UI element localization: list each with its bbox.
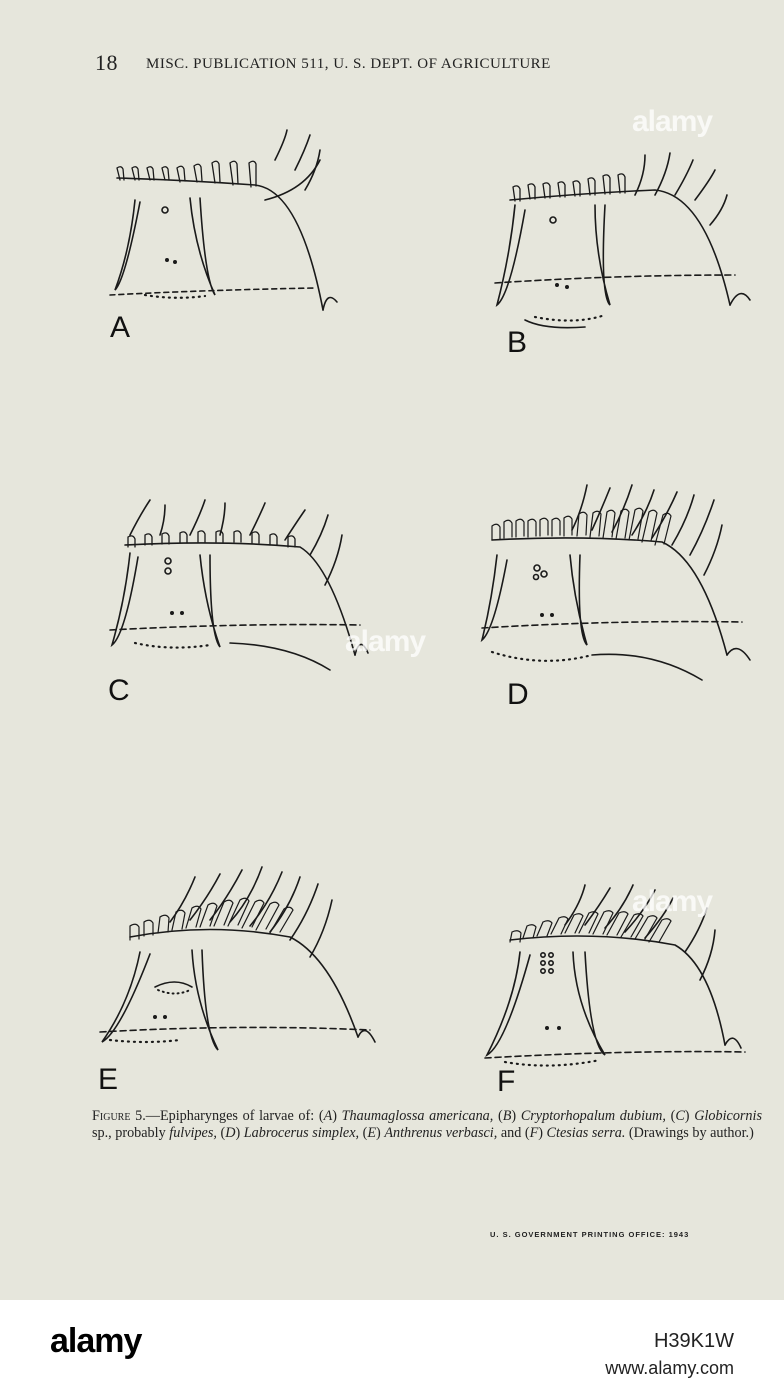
caption-text: ): [538, 1125, 547, 1141]
species-b: Cryptorhopalum dubium,: [520, 1108, 666, 1124]
panel-label-c: C: [108, 674, 130, 707]
caption-letter-d: D: [225, 1125, 236, 1141]
species-d: Labrocerus simplex,: [243, 1125, 360, 1141]
caption-text: ): [235, 1125, 244, 1141]
species-c-epithet: fulvipes,: [169, 1125, 217, 1141]
drawing-b: [494, 145, 765, 345]
species-c: Globicornis: [694, 1108, 762, 1124]
drawing-a: [105, 129, 355, 330]
site-link[interactable]: www.alamy.com: [605, 1358, 734, 1378]
stock-id: H39K1W: [653, 1330, 734, 1352]
page-number: 18: [95, 50, 118, 75]
caption-text: ): [511, 1108, 521, 1124]
stock-footer: alamy H39K1W www.alamy.com: [0, 1300, 784, 1390]
book-page: 18 MISC. PUBLICATION 511, U. S. DEPT. OF …: [0, 0, 784, 1300]
printer-imprint: U. S. GOVERNMENT PRINTING OFFICE: 1943: [490, 1230, 690, 1239]
caption-text: —Epipharynges of larvae of: (: [145, 1108, 324, 1124]
caption-letter-e: E: [367, 1125, 377, 1141]
figure-caption: Figure 5.—Epipharynges of larvae of: (A)…: [92, 1108, 762, 1142]
caption-text: sp., probably: [92, 1125, 170, 1141]
caption-text: and (: [497, 1125, 530, 1141]
species-a: Thaumaglossa americana,: [341, 1108, 494, 1124]
panel-label-a: A: [110, 311, 131, 344]
caption-letter-f: F: [529, 1125, 539, 1141]
caption-text: (: [665, 1108, 676, 1124]
caption-text: (: [493, 1108, 503, 1124]
species-f: Ctesias serra.: [546, 1125, 626, 1141]
running-title: MISC. PUBLICATION 511, U. S. DEPT. OF AG…: [146, 56, 551, 72]
caption-text: ): [684, 1108, 695, 1124]
caption-lead: Figure 5.: [92, 1108, 146, 1124]
watermark-text: alamy: [345, 625, 426, 658]
panel-label-b: B: [507, 326, 528, 359]
drawing-f: [484, 880, 755, 1080]
watermark-text: alamy: [632, 105, 713, 138]
caption-text: ): [376, 1125, 385, 1141]
species-e: Anthrenus verbasci,: [384, 1125, 498, 1141]
panel-label-f: F: [497, 1065, 516, 1098]
panel-label-d: D: [507, 678, 529, 711]
drawing-d: [480, 480, 762, 681]
running-header: 18 MISC. PUBLICATION 511, U. S. DEPT. OF …: [95, 50, 695, 76]
watermark-text: alamy: [632, 885, 713, 918]
caption-text: (: [359, 1125, 368, 1141]
brand-logo: alamy: [50, 1322, 142, 1360]
caption-text: ): [332, 1108, 342, 1124]
panel-label-e: E: [98, 1063, 119, 1096]
caption-letter-b: B: [502, 1108, 512, 1124]
caption-text: (: [216, 1125, 226, 1141]
drawing-c: [109, 495, 380, 695]
caption-letter-c: C: [675, 1108, 685, 1124]
caption-letter-a: A: [323, 1108, 333, 1124]
drawing-e: [99, 862, 380, 1062]
caption-text: (Drawings by author.): [625, 1125, 754, 1141]
